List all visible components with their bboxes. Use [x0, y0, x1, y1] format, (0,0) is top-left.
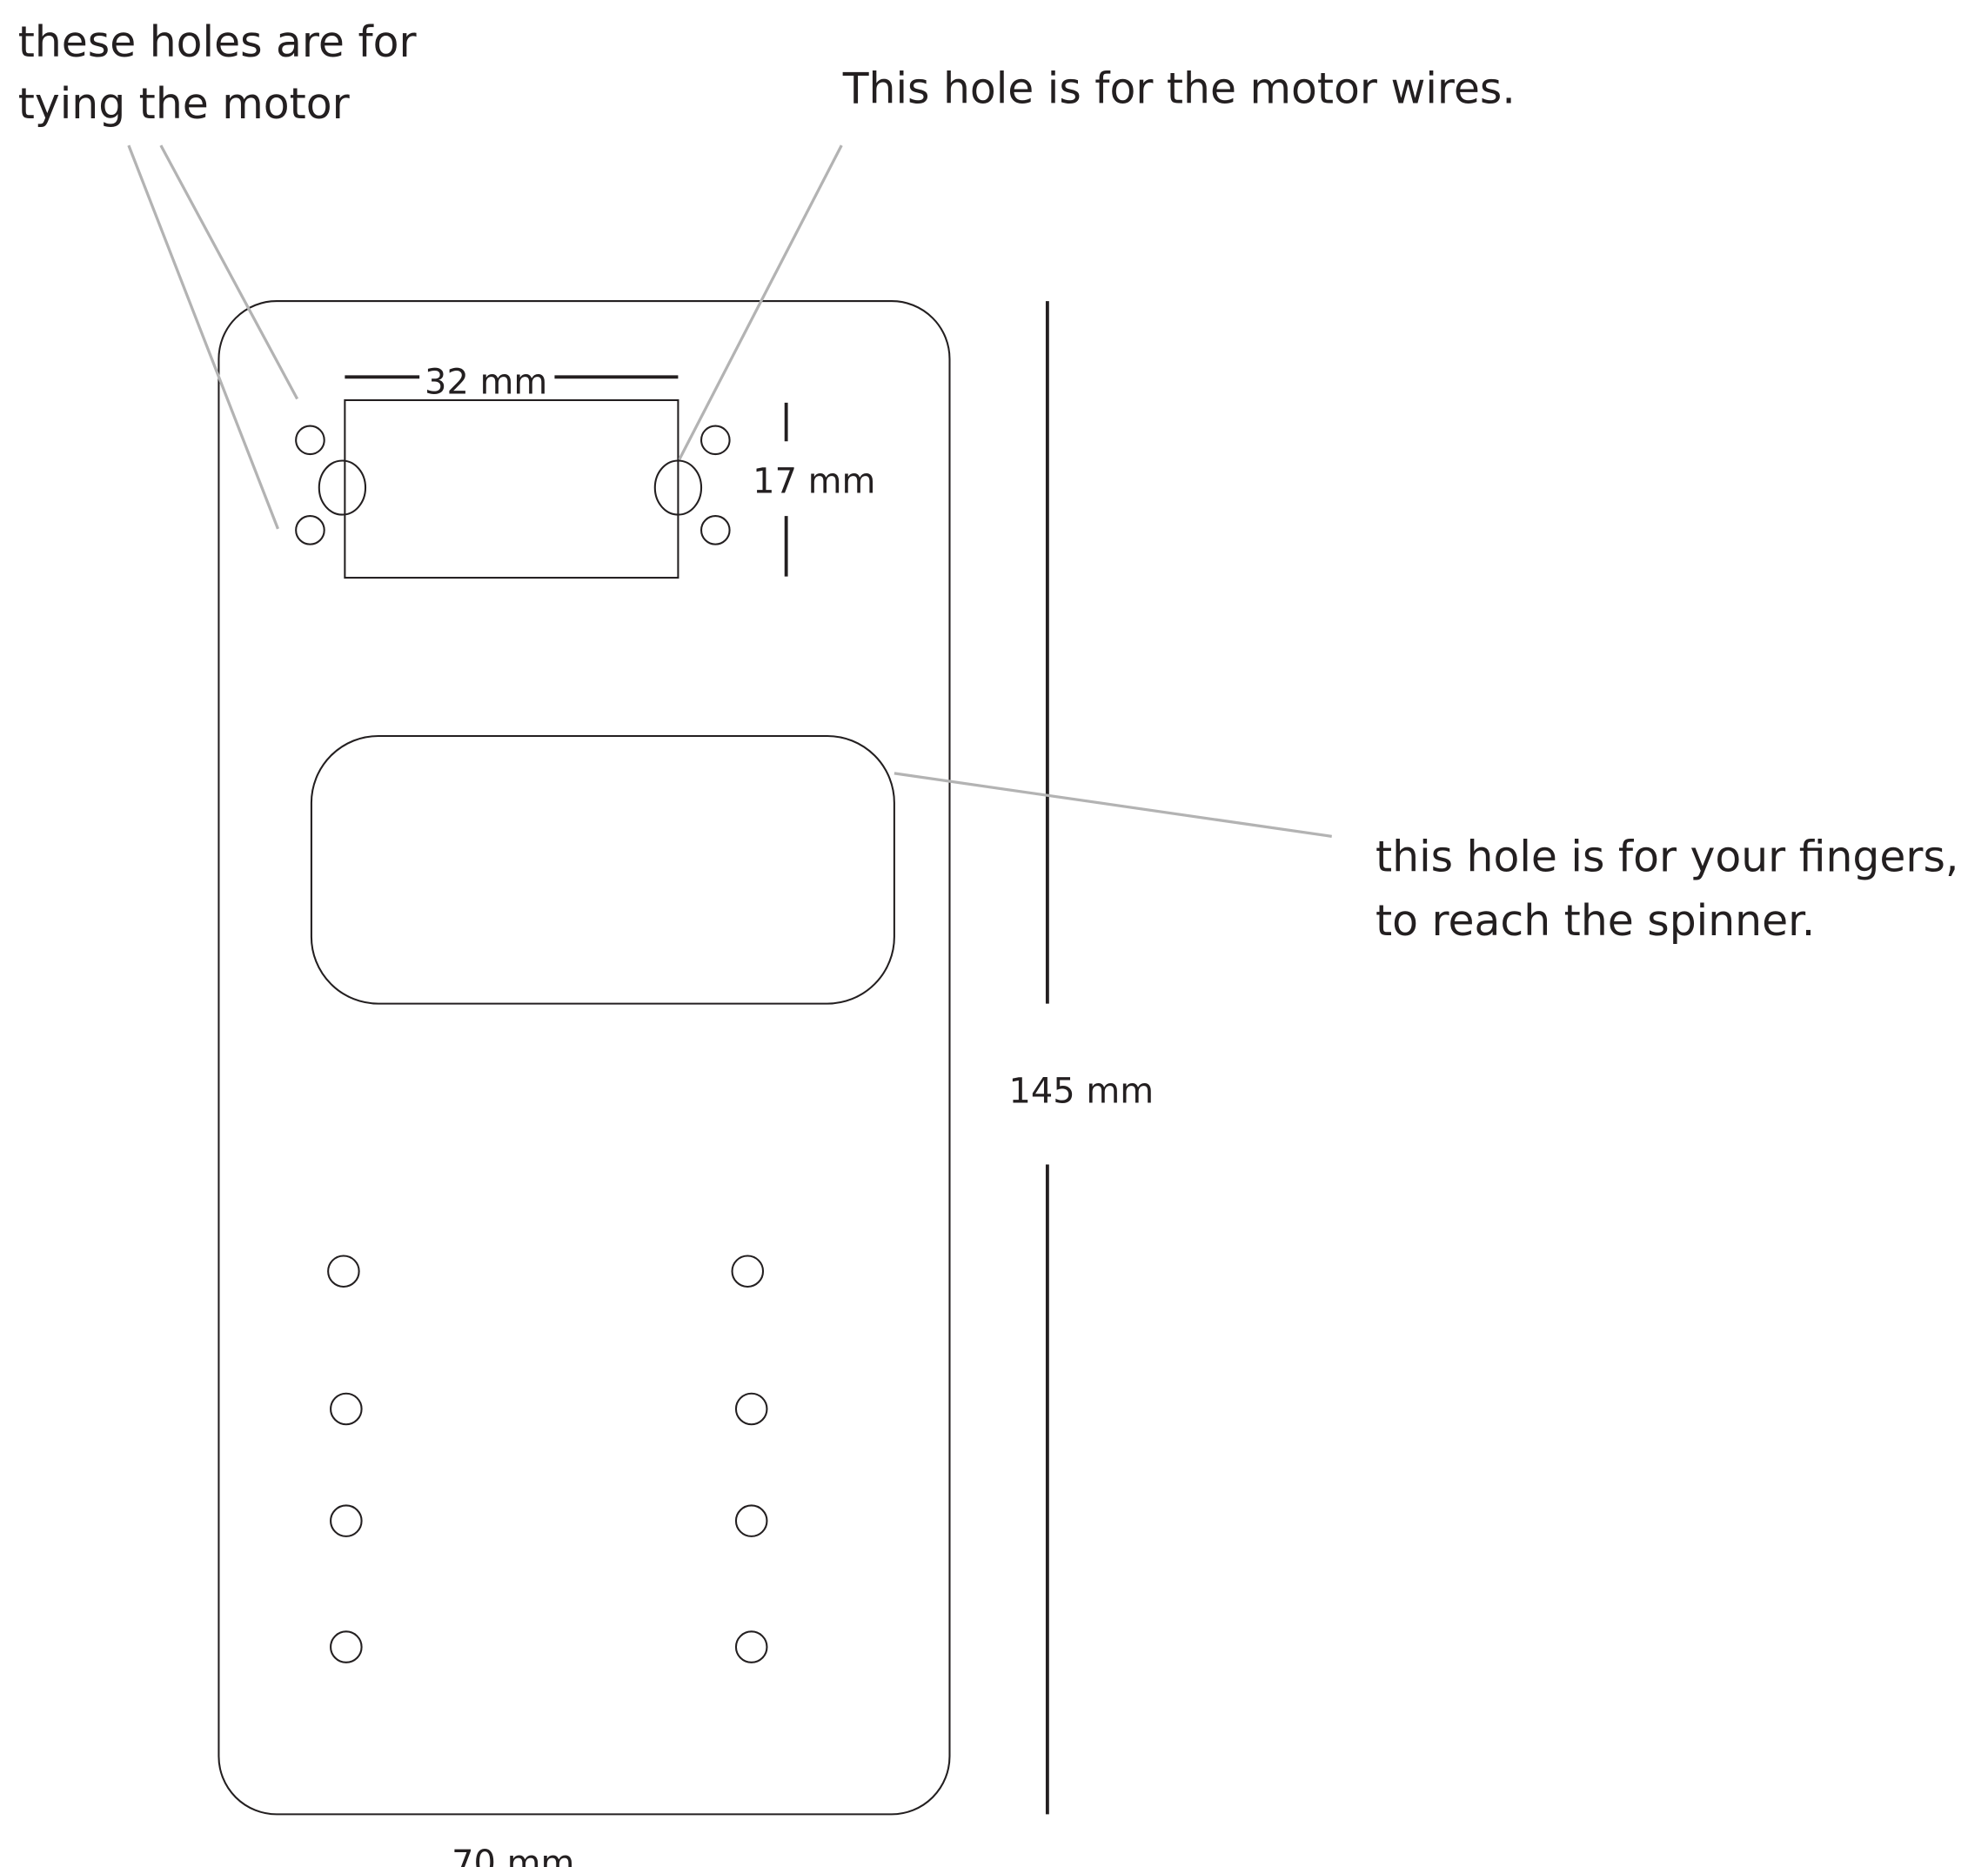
- finger-hole-leader-line: [894, 772, 1332, 838]
- plate-width-label: 70 mm: [452, 1844, 574, 1867]
- finger-hole-annotation-line1: this hole is for your fingers,: [1376, 832, 1958, 881]
- motor-cutout: [344, 398, 679, 579]
- plate-outline: [218, 300, 951, 1816]
- mounting-hole: [330, 1392, 363, 1426]
- tie-holes-leader-line: [127, 144, 279, 530]
- tie-hole: [700, 515, 731, 545]
- motor-height-label: 17 mm: [753, 461, 875, 501]
- mounting-hole: [734, 1504, 768, 1537]
- tie-holes-annotation-line1: these holes are for: [18, 17, 418, 67]
- mounting-hole: [734, 1392, 768, 1426]
- plate-height-label: 145 mm: [1009, 1071, 1155, 1111]
- finger-hole: [310, 734, 895, 1005]
- mounting-hole: [327, 1255, 360, 1288]
- tie-holes-annotation-line2: tying the motor: [18, 79, 351, 129]
- finger-hole-annotation-line2: to reach the spinner.: [1376, 896, 1815, 946]
- motor-wire-hole-right: [653, 459, 703, 516]
- tie-holes-leader-line: [159, 144, 299, 400]
- mounting-hole: [731, 1255, 765, 1288]
- motor-wire-hole-left: [318, 459, 367, 516]
- tie-hole: [295, 515, 325, 545]
- tie-hole: [700, 425, 731, 456]
- motor-wires-annotation: This hole is for the motor wires.: [842, 64, 1516, 113]
- mounting-hole: [330, 1504, 363, 1537]
- tie-hole: [295, 425, 325, 456]
- motor-width-label: 32 mm: [425, 363, 547, 403]
- mounting-hole: [734, 1630, 768, 1663]
- motor-wires-leader-line: [678, 144, 843, 460]
- mounting-hole: [330, 1630, 363, 1663]
